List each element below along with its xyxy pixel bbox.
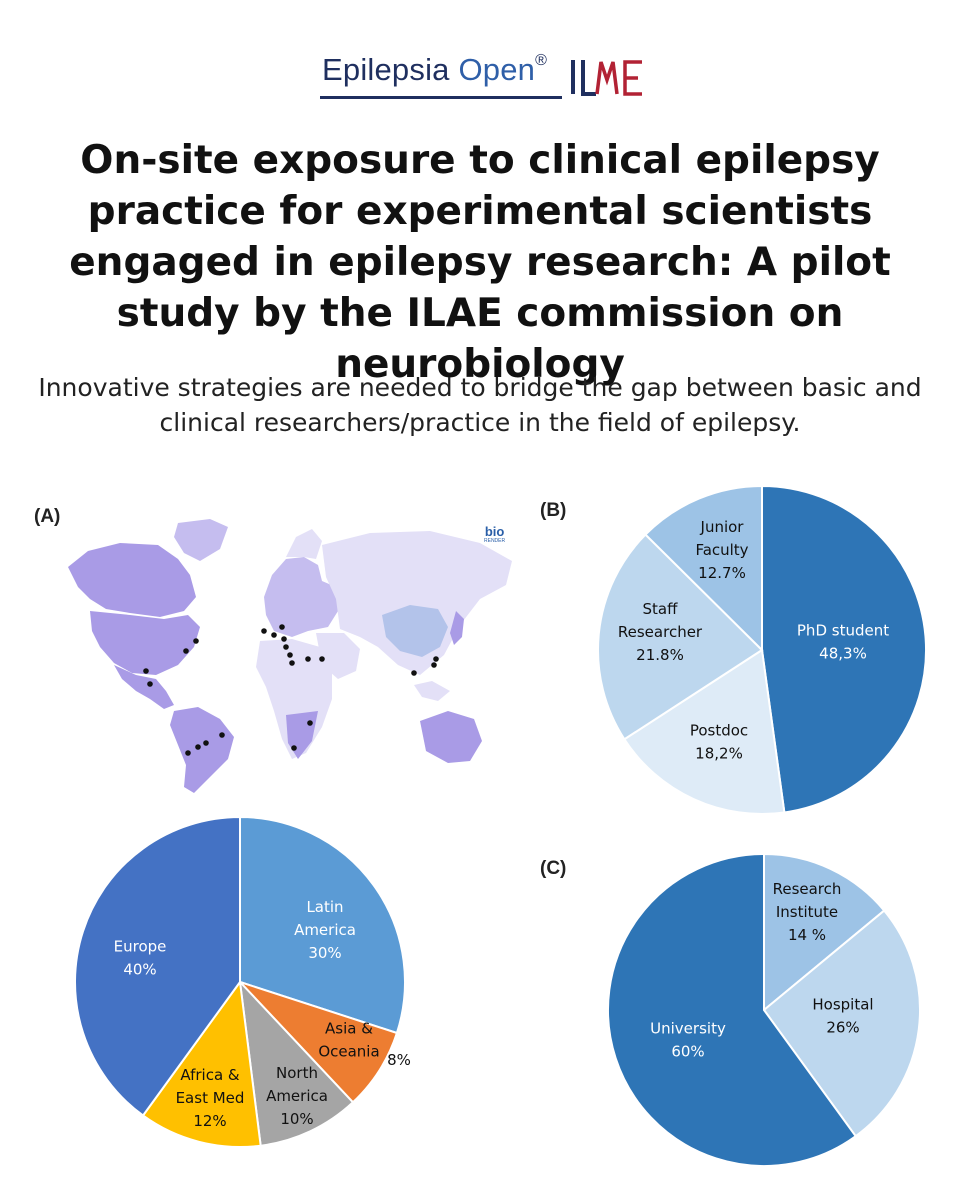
map-scandinavia xyxy=(286,529,322,559)
map-south-america xyxy=(170,707,234,793)
biorender-top: bio xyxy=(484,524,505,539)
map-pins xyxy=(143,624,439,756)
map-pin xyxy=(289,660,295,666)
map-pin xyxy=(203,740,209,746)
pie-slice-b xyxy=(597,533,764,741)
map-pin xyxy=(411,670,417,676)
pie-slice-b xyxy=(644,484,763,653)
pie-slice-a xyxy=(74,815,241,1117)
panel-label-c: (C) xyxy=(540,858,567,879)
world-map xyxy=(68,519,512,793)
panel-label-a: (A) xyxy=(34,506,61,527)
journal-header: Epilepsia Open® xyxy=(0,0,960,110)
biorender-bottom: RENDER xyxy=(484,538,506,544)
map-pin xyxy=(147,681,153,687)
page-title: On-site exposure to clinical epilepsy pr… xyxy=(69,138,891,387)
map-pin xyxy=(271,632,277,638)
pie-slice-a xyxy=(238,979,355,1147)
map-pin xyxy=(195,744,201,750)
map-asia xyxy=(322,531,512,675)
registered-mark: ® xyxy=(535,51,548,69)
map-pin xyxy=(319,656,325,662)
map-pin xyxy=(219,732,225,738)
map-pin xyxy=(185,750,191,756)
map-australia xyxy=(420,711,482,763)
map-pin xyxy=(281,636,287,642)
panel-label-b: (B) xyxy=(540,500,567,521)
map-pin xyxy=(183,648,189,654)
map-pin xyxy=(305,656,311,662)
map-pin xyxy=(433,656,439,662)
pie-slice-c xyxy=(607,852,858,1167)
map-se-asia xyxy=(414,681,450,701)
map-pin xyxy=(143,668,149,674)
map-china xyxy=(382,605,448,657)
map-pin xyxy=(287,652,293,658)
map-pin xyxy=(193,638,199,644)
map-pin xyxy=(279,624,285,630)
journal-underline xyxy=(320,96,562,99)
journal-open: Open xyxy=(458,52,536,87)
map-mexico xyxy=(114,665,174,709)
pie-slice-c xyxy=(762,909,921,1138)
pie-slice-a xyxy=(239,815,406,1035)
pie-slice-b xyxy=(761,484,927,814)
ilae-logo xyxy=(571,60,642,96)
map-pin xyxy=(283,644,289,650)
pie-slice-b xyxy=(623,648,786,815)
biorender-credit: bio RENDER xyxy=(484,525,505,544)
map-europe xyxy=(264,557,338,637)
pie-slice-a xyxy=(239,981,399,1104)
journal-logo: Epilepsia Open® xyxy=(322,52,547,88)
pie-slice-c xyxy=(763,852,886,1013)
map-pin xyxy=(307,720,313,726)
map-greenland xyxy=(174,519,228,561)
map-pin xyxy=(291,745,297,751)
pie-label-a: Asia &Oceania xyxy=(318,1020,379,1061)
map-usa xyxy=(90,611,200,675)
map-pin xyxy=(261,628,267,634)
page-subtitle: Innovative strategies are needed to brid… xyxy=(38,373,922,437)
journal-name: Epilepsia xyxy=(322,52,450,87)
pie-slice-a xyxy=(141,979,262,1149)
map-canada xyxy=(68,543,196,617)
map-pin xyxy=(431,662,437,668)
pie-label-a: 8% xyxy=(387,1051,411,1069)
map-japan xyxy=(450,611,464,645)
